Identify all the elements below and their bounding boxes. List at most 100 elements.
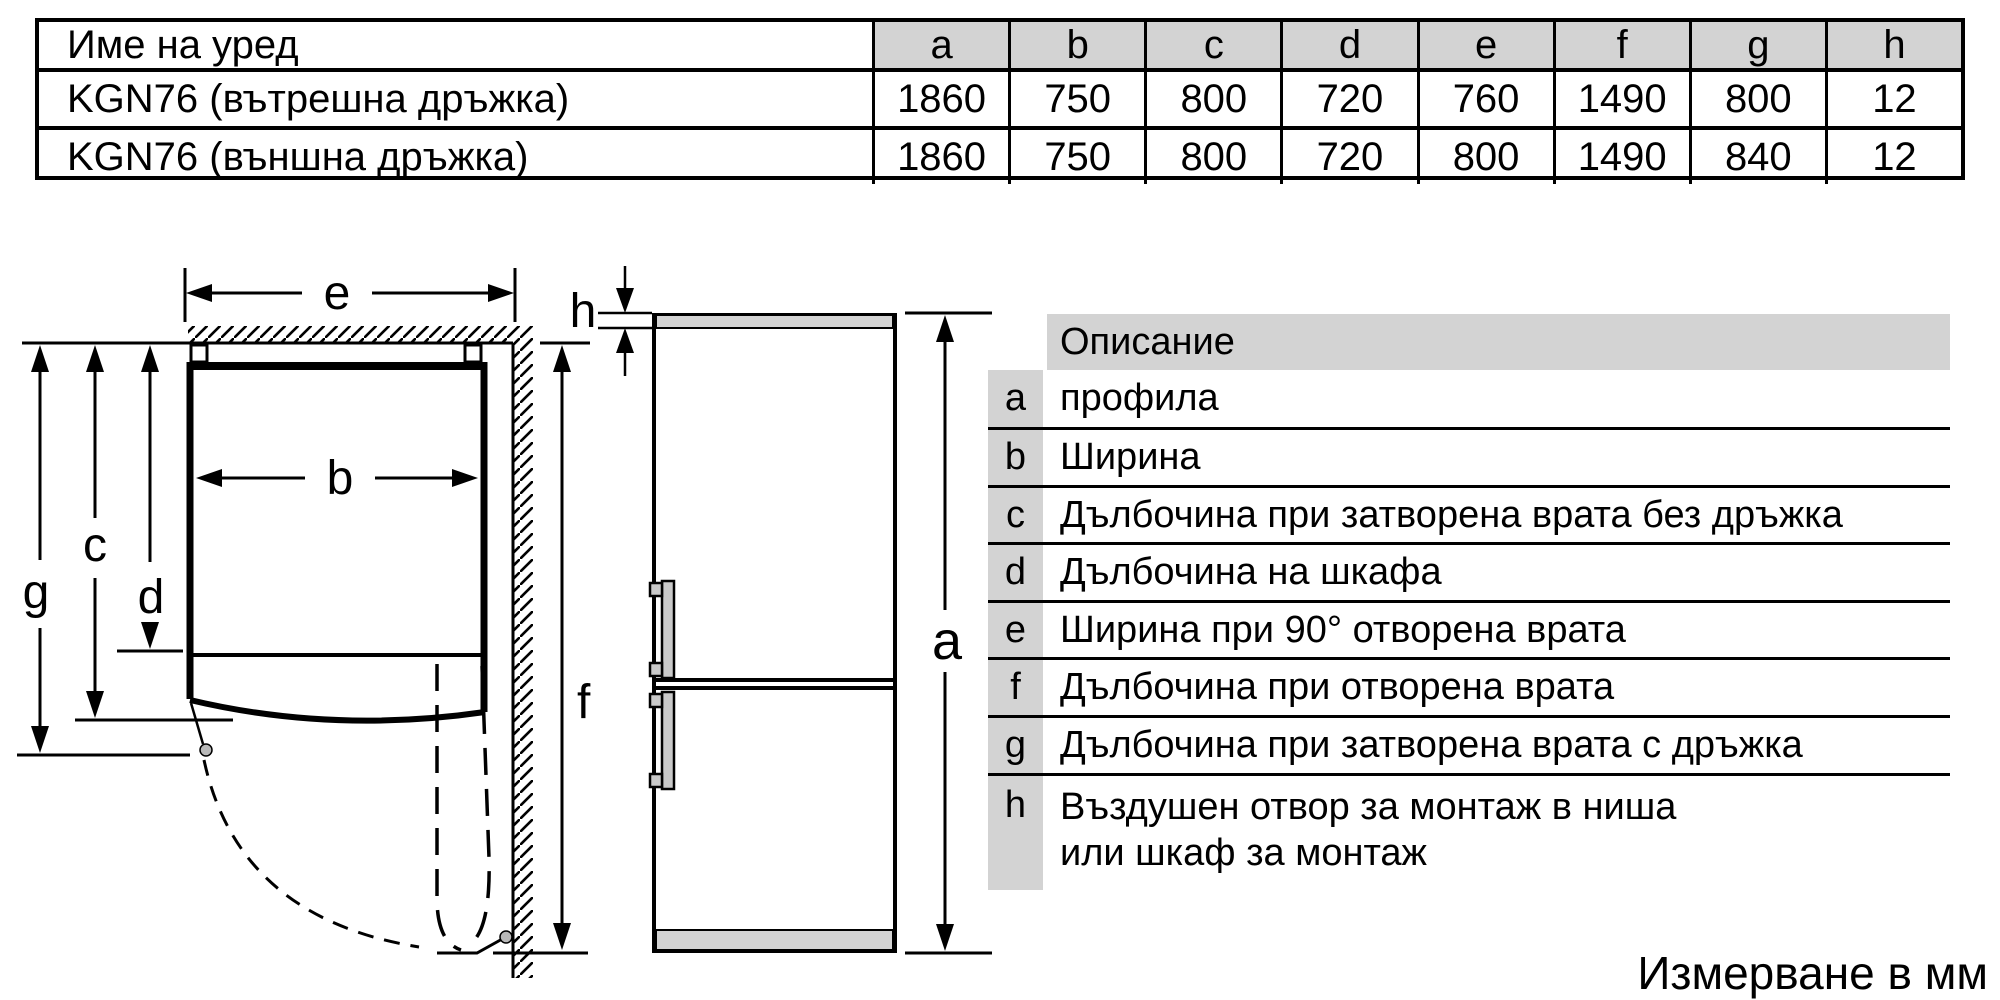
value-e: 760 bbox=[1416, 72, 1553, 126]
value-e: 800 bbox=[1416, 130, 1553, 184]
value-h: 12 bbox=[1824, 72, 1961, 126]
door-swing-arc bbox=[202, 759, 420, 949]
lower-door-handle-bar bbox=[660, 690, 676, 791]
dimension-e: e bbox=[183, 267, 517, 322]
legend-description-line2: или шкаф за монтаж bbox=[1060, 832, 1427, 874]
legend-key: h bbox=[988, 776, 1043, 890]
device-name: KGN76 (вътрешна дръжка) bbox=[67, 76, 570, 121]
legend-row-f: f Дълбочина при отворена врата bbox=[988, 657, 1950, 715]
legend-row-b: b Ширина bbox=[988, 427, 1950, 485]
value-f: 1490 bbox=[1552, 130, 1689, 184]
legend-key: a bbox=[988, 370, 1043, 427]
upper-door-handle-bar bbox=[660, 579, 676, 680]
open-door-edge-right bbox=[466, 665, 491, 948]
dimension-b: b bbox=[196, 452, 478, 505]
lower-handle-bracket-top bbox=[648, 692, 664, 709]
col-header-e: e bbox=[1416, 22, 1553, 68]
legend-description: профила bbox=[1060, 377, 1219, 419]
value-d: 720 bbox=[1280, 130, 1416, 184]
wall-face-line bbox=[22, 341, 515, 978]
col-header-h: h bbox=[1824, 22, 1961, 68]
value-a: 1860 bbox=[872, 72, 1008, 126]
top-view-drawing bbox=[22, 326, 533, 978]
door-hinge-pin bbox=[199, 743, 213, 757]
value-c: 800 bbox=[1144, 130, 1280, 184]
front-view-drawing bbox=[648, 313, 897, 953]
spacer-right bbox=[463, 343, 483, 364]
legend-description-line1: Въздушен отвор за монтаж в ниша bbox=[1060, 786, 1677, 828]
legend-row-h: h Въздушен отвор за монтаж в ниша или шк… bbox=[988, 773, 1950, 890]
col-header-d: d bbox=[1280, 22, 1417, 68]
dim-label-c: c bbox=[83, 519, 107, 572]
dim-label-g: g bbox=[23, 566, 50, 619]
value-h: 12 bbox=[1824, 130, 1961, 184]
legend-description: Ширина при 90° отворена врата bbox=[1060, 608, 1626, 651]
legend-row-g: g Дълбочина при затворена врата с дръжка bbox=[988, 715, 1950, 773]
dimension-d: d bbox=[117, 345, 183, 653]
wall-hatch bbox=[513, 343, 533, 978]
dim-label-h: h bbox=[570, 285, 597, 338]
lower-handle-bracket-bottom bbox=[648, 772, 664, 789]
value-g: 840 bbox=[1688, 130, 1825, 184]
legend-description: Въздушен отвор за монтаж в ниша или шкаф… bbox=[1047, 776, 1950, 890]
legend-row-a: a профила bbox=[988, 370, 1950, 427]
value-b: 750 bbox=[1008, 72, 1144, 126]
ceiling-hatch bbox=[188, 326, 533, 343]
value-g: 800 bbox=[1688, 72, 1825, 126]
upper-handle-bracket-bottom bbox=[648, 661, 664, 678]
legend-row-e: e Ширина при 90° отворена врата bbox=[988, 600, 1950, 657]
legend-description: Дълбочина при затворена врата без дръжка bbox=[1060, 493, 1843, 536]
spacer-left bbox=[189, 343, 209, 364]
dimension-g: g bbox=[17, 345, 190, 757]
value-f: 1490 bbox=[1552, 72, 1689, 126]
fridge-plinth bbox=[655, 929, 894, 951]
dimension-h: h bbox=[570, 266, 652, 376]
value-a: 1860 bbox=[872, 130, 1008, 184]
legend-table: Описание a профила b Ширина c Дълбочина … bbox=[988, 314, 1950, 890]
legend-key: d bbox=[988, 545, 1043, 600]
legend-header: Описание bbox=[1047, 314, 1950, 370]
dimension-f: f bbox=[493, 341, 591, 955]
legend-description: Дълбочина при отворена врата bbox=[1060, 666, 1615, 708]
fridge-top-strip bbox=[655, 314, 894, 329]
legend-key: b bbox=[988, 430, 1043, 485]
wall-hinge-pin bbox=[499, 930, 513, 944]
dim-label-f: f bbox=[577, 676, 591, 729]
open-door-bottom bbox=[437, 936, 505, 955]
door-hinge-link bbox=[189, 702, 205, 745]
col-header-c: c bbox=[1144, 22, 1281, 68]
legend-row-d: d Дълбочина на шкафа bbox=[988, 542, 1950, 600]
dimensions-table-header-row: Име на уред a b c d e f g h bbox=[39, 22, 1961, 68]
legend-description: Дълбочина на шкафа bbox=[1060, 551, 1442, 593]
value-d: 720 bbox=[1280, 72, 1416, 126]
door-split-lines bbox=[654, 678, 895, 690]
dim-label-e: e bbox=[324, 267, 351, 320]
dimensions-table: Име на уред a b c d e f g h KGN76 (вътре… bbox=[35, 18, 1965, 184]
device-name-header: Име на уред bbox=[67, 22, 299, 67]
upper-handle-bracket-top bbox=[648, 581, 664, 598]
open-door-edge-left bbox=[435, 664, 462, 952]
measurement-unit-note: Измерване в мм bbox=[1637, 947, 1988, 999]
dim-label-a: a bbox=[932, 611, 963, 671]
legend-description: Дълбочина при затворена врата с дръжка bbox=[1060, 724, 1803, 766]
legend-header-row: Описание bbox=[988, 314, 1950, 370]
legend-key: e bbox=[988, 603, 1043, 657]
device-name: KGN76 (външна дръжка) bbox=[67, 134, 529, 179]
legend-key: f bbox=[988, 660, 1043, 715]
col-header-g: g bbox=[1688, 22, 1825, 68]
value-c: 800 bbox=[1144, 72, 1280, 126]
dimension-c: c bbox=[75, 345, 233, 722]
fridge-front-body bbox=[652, 313, 897, 953]
dim-label-b: b bbox=[327, 452, 354, 505]
table-row: KGN76 (външна дръжка) 1860 750 800 720 8… bbox=[39, 126, 1961, 184]
legend-row-c: c Дълбочина при затворена врата без дръж… bbox=[988, 485, 1950, 542]
col-header-f: f bbox=[1552, 22, 1689, 68]
door-front-arc bbox=[189, 697, 486, 724]
legend-key: c bbox=[988, 488, 1043, 542]
legend-key: g bbox=[988, 718, 1043, 773]
value-b: 750 bbox=[1008, 130, 1144, 184]
dimension-a: a bbox=[905, 311, 992, 955]
table-row: KGN76 (вътрешна дръжка) 1860 750 800 720… bbox=[39, 68, 1961, 126]
